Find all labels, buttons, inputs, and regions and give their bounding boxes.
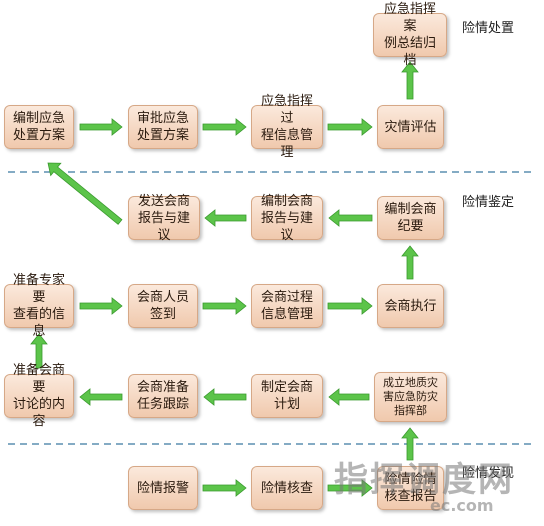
node-hq: 成立地质灾 害应急防灾 指挥部 <box>374 372 447 422</box>
arrow-compile-to-approve <box>79 118 123 136</box>
arrow-report-to-send <box>204 209 247 227</box>
arrow-command-to-eval <box>327 118 373 136</box>
arrow-signin-to-process <box>202 297 247 315</box>
node-archive: 应急指挥案 例总结归档 <box>373 2 447 68</box>
watermark-main: 指挥调度网 <box>334 460 514 500</box>
node-consult-process: 会商过程 信息管理 <box>251 284 323 328</box>
arrow-minutes-to-report <box>328 209 373 227</box>
arrow-approve-to-command <box>202 118 247 136</box>
node-compile-plan: 编制应急 处置方案 <box>4 105 74 149</box>
node-command-process: 应急指挥过 程信息管理 <box>251 94 323 160</box>
node-verify: 险情核查 <box>251 466 323 510</box>
node-discussion: 准备会商要 讨论的内容 <box>4 363 74 429</box>
arrow-expert-to-signin <box>79 297 123 315</box>
arrow-alarm-to-verify <box>202 479 247 497</box>
node-expert-info: 准备专家要 查看的信息 <box>4 273 74 339</box>
arrow-report-to-hq <box>401 427 419 461</box>
watermark-sub: ec.com <box>430 496 494 515</box>
phase-label-appraisal: 险情鉴定 <box>462 195 515 210</box>
node-consult-plan: 制定会商 计划 <box>251 374 323 418</box>
arrow-discussion-to-expert <box>30 333 48 369</box>
node-compile-report: 编制会商 报告与建议 <box>251 194 323 243</box>
node-disaster-eval: 灾情评估 <box>377 105 444 149</box>
node-send-report: 发送会商 报告与建议 <box>128 194 200 243</box>
arrow-process-to-exec <box>327 297 373 315</box>
node-signin: 会商人员 签到 <box>128 284 198 328</box>
node-verify-report: 险情险情 核查报告 <box>377 466 444 510</box>
arrow-exec-to-minutes <box>401 245 419 280</box>
arrow-hq-to-plan <box>328 388 370 406</box>
arrow-track-to-discussion <box>79 388 123 406</box>
node-approve-plan: 审批应急 处置方案 <box>128 105 198 149</box>
arrow-verify-to-report <box>327 479 373 497</box>
node-compile-minutes: 编制会商 纪要 <box>377 196 444 240</box>
arrow-send-to-compile <box>47 162 123 225</box>
node-task-track: 会商准备 任务跟踪 <box>128 374 198 418</box>
phase-label-disposal: 险情处置 <box>462 21 515 36</box>
node-alarm: 险情报警 <box>128 466 198 510</box>
node-consult-exec: 会商执行 <box>377 284 444 328</box>
phase-label-occurrence: 险情发现 <box>462 466 515 481</box>
arrow-plan-to-track <box>203 388 247 406</box>
arrow-eval-to-archive <box>401 61 419 100</box>
